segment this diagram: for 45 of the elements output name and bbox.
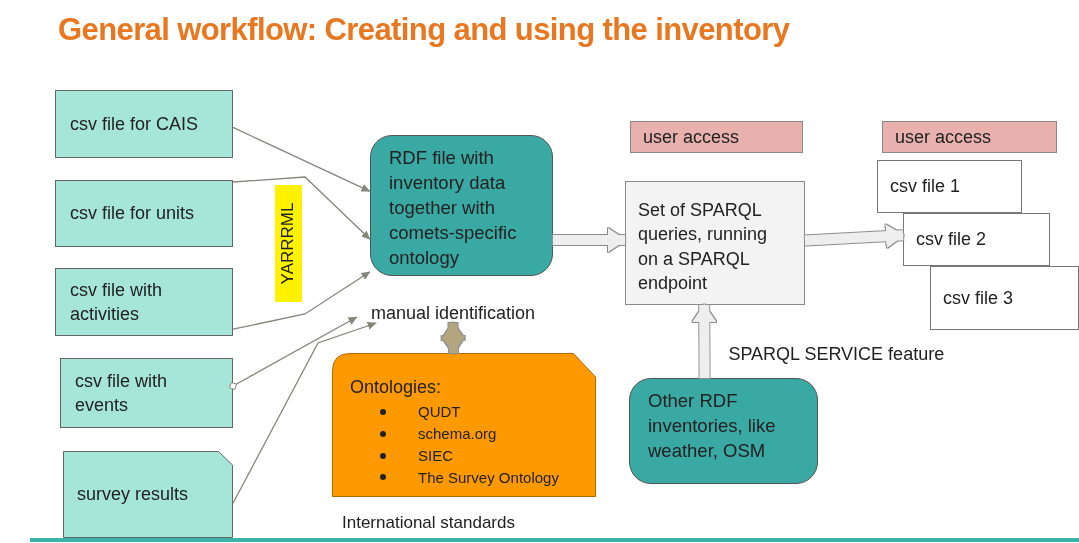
- box-heading: Ontologies:: [350, 376, 443, 399]
- data-file-box: [370, 135, 553, 276]
- list-item: schema.org: [418, 424, 497, 445]
- box-text: user access: [895, 125, 992, 149]
- arrow: [232, 271, 371, 330]
- output-file-box: [930, 266, 1079, 330]
- diagram-title: General workflow: Creating and using the inventory: [58, 12, 790, 48]
- inventory-box: [629, 378, 818, 484]
- list-item: SIEC: [418, 445, 453, 466]
- box-caption: International standards: [342, 513, 515, 533]
- box-text: csv file 3: [943, 286, 1014, 310]
- box-text: RDF file with inventory data together with comets-specific ontology: [389, 146, 518, 270]
- access-tag: [882, 121, 1057, 153]
- block-arrow: [441, 322, 466, 354]
- arrow: [229, 316, 358, 390]
- box-text: csv file 2: [916, 228, 987, 252]
- box-text: survey results: [77, 483, 189, 507]
- output-file-box: [877, 160, 1022, 213]
- output-file-box: [903, 213, 1050, 266]
- list-item: QUDT: [418, 402, 461, 423]
- arrow: [232, 322, 377, 504]
- box-text: Set of SPARQL queries, running on a SPARQL endpoint: [638, 199, 769, 295]
- step-label: manual identification: [357, 303, 549, 323]
- query-box: [625, 181, 805, 305]
- input-file-box: [55, 90, 233, 158]
- box-text: csv file for units: [70, 202, 195, 226]
- ontology-box: [332, 353, 596, 497]
- list-item: The Survey Ontology: [418, 467, 559, 488]
- box-text: csv file 1: [890, 175, 961, 199]
- arrow: [232, 126, 371, 193]
- block-arrow: [804, 224, 904, 249]
- input-file-box: [63, 451, 233, 538]
- tool-label-box: YARRRML: [275, 185, 302, 302]
- block-arrow: [692, 304, 717, 379]
- box-text: csv file with events: [75, 369, 169, 417]
- input-file-box: [60, 358, 233, 428]
- block-arrow: [553, 228, 626, 253]
- box-text: user access: [643, 125, 740, 149]
- input-file-box: [55, 180, 233, 247]
- input-file-box: [55, 268, 233, 336]
- box-text: csv file for CAIS: [70, 112, 199, 136]
- box-text: csv file with activities: [70, 278, 164, 326]
- access-tag: [630, 121, 803, 153]
- box-text: Other RDF inventories, like weather, OSM: [648, 389, 777, 463]
- arrow: [232, 176, 371, 240]
